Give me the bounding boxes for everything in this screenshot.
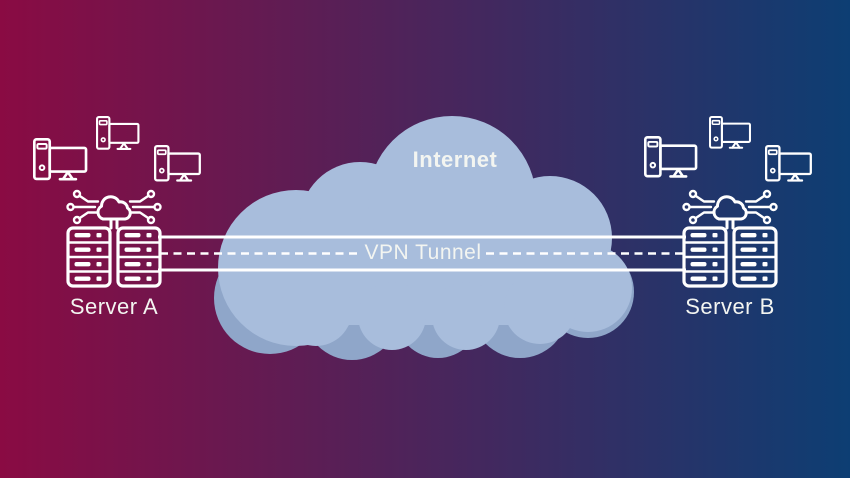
internet-label: Internet [412, 147, 498, 172]
client-computer-icon [95, 115, 140, 150]
server-a-label: Server A [69, 294, 159, 319]
server-b-label: Server B [685, 294, 775, 319]
server-b-icon [681, 189, 779, 288]
vpn-tunnel-label: VPN Tunnel [364, 241, 482, 264]
server-a-icon [65, 189, 163, 288]
vpn-tunnel-lines [158, 235, 686, 272]
client-computer-icon [32, 138, 88, 181]
client-computer-icon [644, 136, 698, 178]
client-computer-icon [709, 115, 751, 149]
client-computer-icon [153, 144, 201, 182]
client-computer-icon [765, 144, 812, 182]
